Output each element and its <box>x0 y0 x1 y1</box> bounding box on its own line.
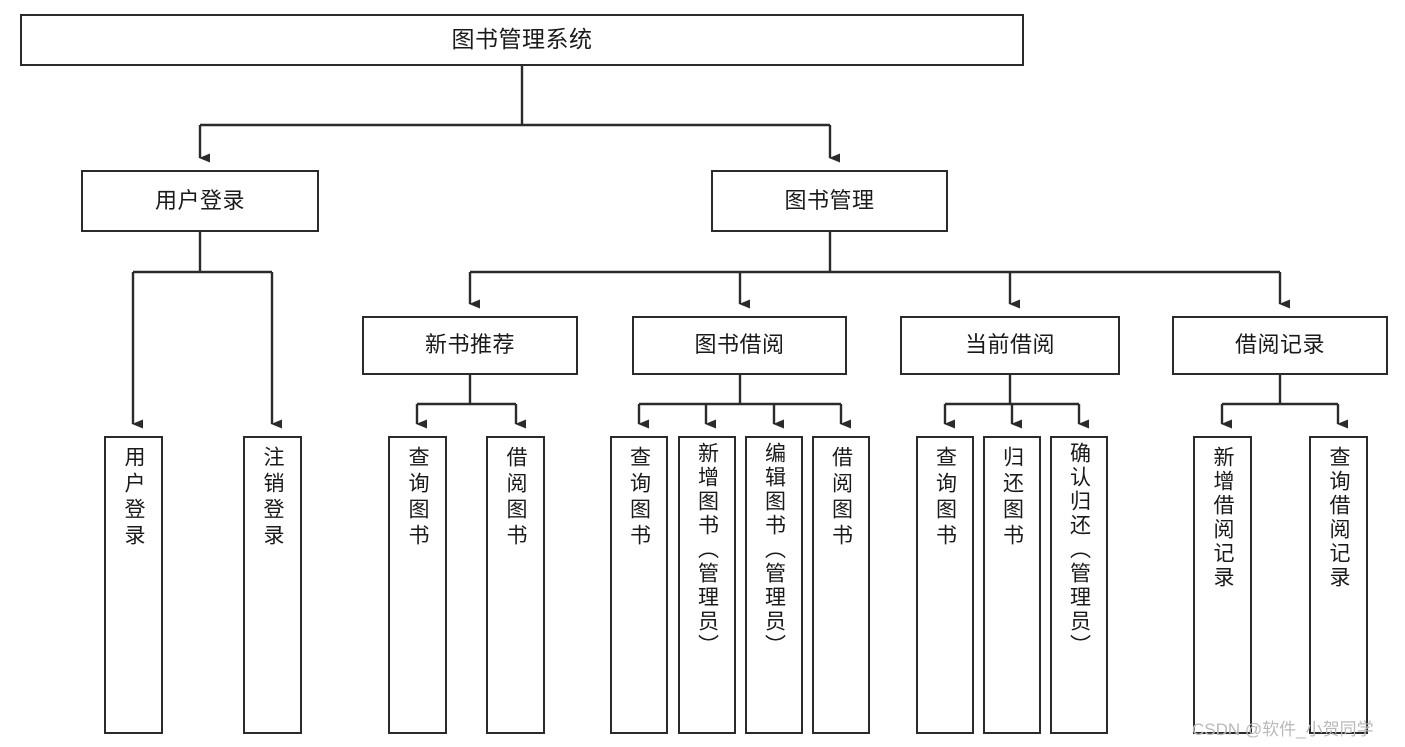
node-label: 借阅图书 <box>829 446 853 550</box>
node-label: 用户登录 <box>122 446 145 550</box>
node-label: 图书借阅 <box>694 332 785 358</box>
node-book-management[interactable]: 图书管理 <box>711 170 948 232</box>
node-leaf-logout[interactable]: 注销登录 <box>243 436 302 734</box>
node-leaf-query-borrow-record[interactable]: 查询借阅记录 <box>1309 436 1368 734</box>
node-leaf-confirm-return[interactable]: 确认归还（管理员） <box>1050 436 1108 734</box>
node-user-login[interactable]: 用户登录 <box>81 170 319 232</box>
node-label: 查询借阅记录 <box>1327 446 1350 590</box>
node-current-borrow[interactable]: 当前借阅 <box>900 316 1120 375</box>
node-leaf-query-book-1[interactable]: 查询图书 <box>388 436 447 734</box>
node-leaf-return-book[interactable]: 归还图书 <box>983 436 1041 734</box>
node-label: 新书推荐 <box>424 332 515 358</box>
node-label: 借阅记录 <box>1234 332 1325 358</box>
node-label: 借阅图书 <box>504 446 527 550</box>
node-label: 查询图书 <box>406 446 429 550</box>
node-label: 查询图书 <box>627 446 651 550</box>
node-label: 归还图书 <box>1000 446 1024 550</box>
node-leaf-add-book[interactable]: 新增图书（管理员） <box>678 436 736 734</box>
node-label: 新增图书（管理员） <box>695 442 719 658</box>
node-leaf-borrow-book-1[interactable]: 借阅图书 <box>486 436 545 734</box>
node-leaf-add-borrow-record[interactable]: 新增借阅记录 <box>1193 436 1252 734</box>
node-label: 图书管理系统 <box>451 26 593 53</box>
node-label: 注销登录 <box>261 446 284 550</box>
node-label: 确认归还（管理员） <box>1067 442 1091 658</box>
node-root-system[interactable]: 图书管理系统 <box>20 14 1024 66</box>
node-label: 图书管理 <box>784 187 875 213</box>
node-leaf-login[interactable]: 用户登录 <box>104 436 163 734</box>
node-leaf-query-book-2[interactable]: 查询图书 <box>610 436 668 734</box>
node-label: 当前借阅 <box>964 332 1055 358</box>
node-label: 用户登录 <box>154 187 245 213</box>
watermark: CSDN @软件_小贺同学 <box>1192 720 1374 739</box>
node-book-borrow[interactable]: 图书借阅 <box>632 316 847 375</box>
node-leaf-borrow-book-2[interactable]: 借阅图书 <box>812 436 870 734</box>
node-label: 新增借阅记录 <box>1211 446 1234 590</box>
node-new-book-recommend[interactable]: 新书推荐 <box>362 316 578 375</box>
node-label: 编辑图书（管理员） <box>762 442 786 658</box>
node-label: 查询图书 <box>933 446 957 550</box>
node-leaf-edit-book[interactable]: 编辑图书（管理员） <box>745 436 803 734</box>
node-borrow-record[interactable]: 借阅记录 <box>1172 316 1388 375</box>
node-leaf-query-book-3[interactable]: 查询图书 <box>916 436 974 734</box>
